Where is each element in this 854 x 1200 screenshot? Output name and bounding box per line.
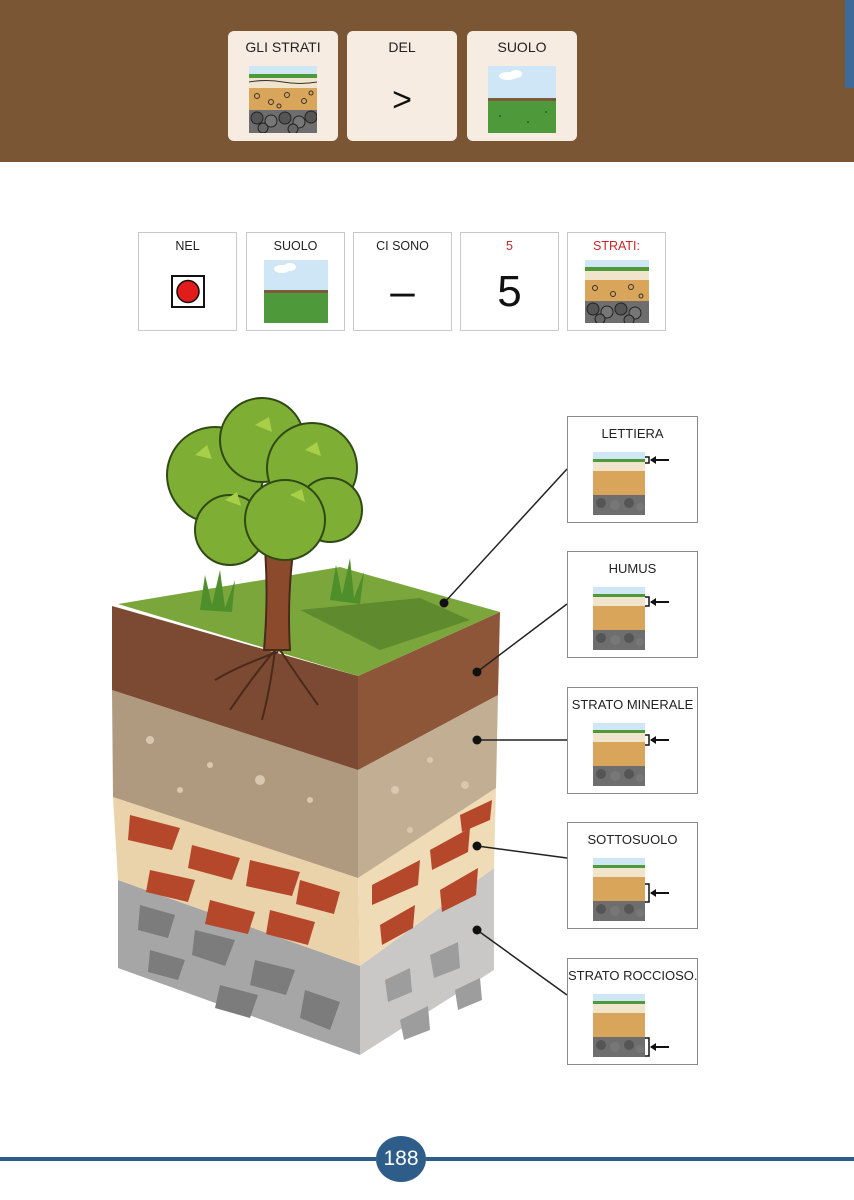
leader-dot: [440, 599, 449, 608]
leader-dot: [473, 926, 482, 935]
layer-label: HUMUS: [568, 561, 697, 576]
layer-box-sottosuolo: SOTTOSUOLO: [567, 822, 698, 929]
layer-arrow-icon: [593, 858, 671, 921]
layer-label: LETTIERA: [568, 426, 697, 441]
layer-arrow-icon: [593, 587, 671, 650]
page-number: 188: [376, 1136, 426, 1182]
leader-dot: [473, 842, 482, 851]
layer-arrow-icon: [593, 452, 671, 515]
layer-label: SOTTOSUOLO: [568, 832, 697, 847]
leader-dot: [473, 668, 482, 677]
footer-rule-left: [0, 1157, 376, 1161]
leader-dot: [473, 736, 482, 745]
layer-label: STRATO ROCCIOSO.: [568, 968, 697, 983]
layer-arrow-icon: [593, 994, 671, 1057]
layer-label: STRATO MINERALE: [568, 697, 697, 712]
layer-box-lettiera: LETTIERA: [567, 416, 698, 523]
layer-box-strato-minerale: STRATO MINERALE: [567, 687, 698, 794]
footer-rule-right: [426, 1157, 854, 1161]
layer-arrow-icon: [593, 723, 671, 786]
layer-box-humus: HUMUS: [567, 551, 698, 658]
layer-box-strato-roccioso: STRATO ROCCIOSO.: [567, 958, 698, 1065]
